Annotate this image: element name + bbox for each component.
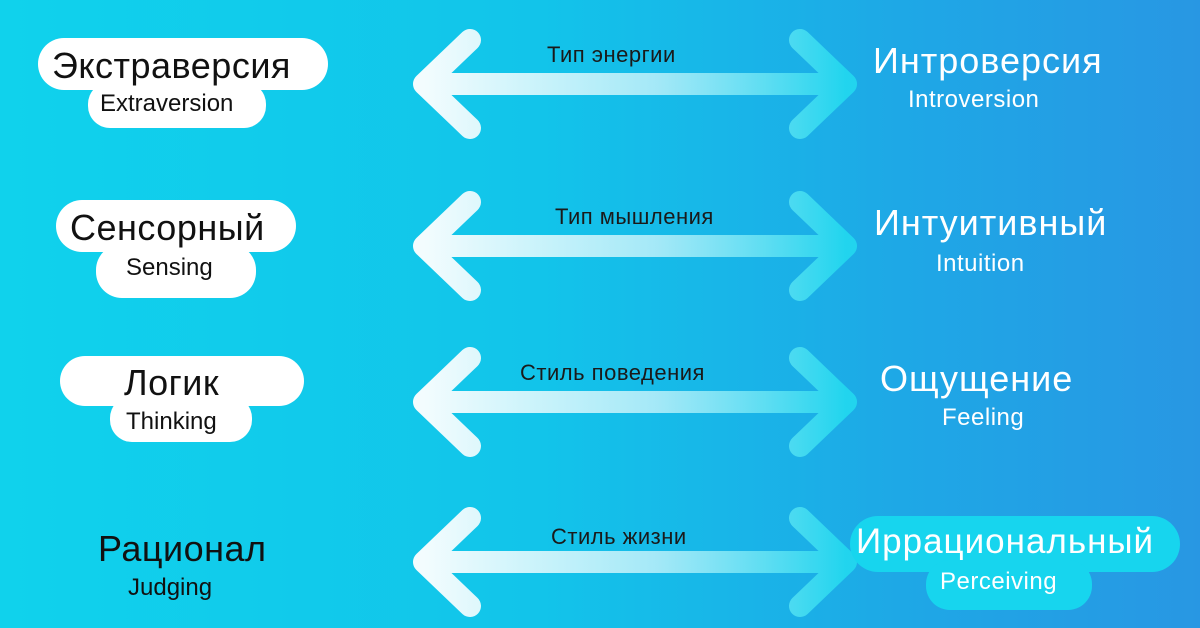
double-arrow-icon	[413, 191, 857, 301]
right-title: Интроверсия	[873, 40, 1103, 81]
left-pill-top	[56, 200, 296, 252]
left-subtitle: Judging	[128, 574, 213, 601]
left-subtitle: Extraversion	[100, 90, 234, 117]
left-subtitle: Thinking	[126, 408, 217, 435]
left-title: Рационал	[98, 528, 267, 569]
left-pill-bottom	[88, 82, 266, 128]
left-pill-top	[38, 38, 328, 90]
right-subtitle: Feeling	[942, 404, 1025, 431]
row-lifestyle: Рационал Judging Стиль жизни Иррациональ…	[0, 488, 1200, 628]
axis-label: Стиль жизни	[551, 524, 687, 549]
row-energy: Экстраверсия Extraversion Тип энергии Ин…	[0, 20, 1200, 160]
left-subtitle: Sensing	[126, 254, 213, 281]
right-title: Интуитивный	[874, 202, 1108, 243]
right-subtitle: Perceiving	[940, 568, 1058, 595]
row-thinking: Сенсорный Sensing Тип мышления Интуитивн…	[0, 180, 1200, 320]
right-title: Иррациональный	[856, 522, 1155, 561]
right-pill-bottom	[926, 560, 1092, 610]
double-arrow-icon	[413, 507, 857, 617]
axis-label: Тип энергии	[547, 42, 676, 67]
left-pill-bottom	[110, 396, 252, 442]
right-subtitle: Intuition	[936, 250, 1025, 277]
row-behavior: Логик Thinking Стиль поведения Ощущение …	[0, 340, 1200, 480]
axis-label: Тип мышления	[555, 204, 714, 229]
double-arrow-icon	[413, 29, 857, 139]
left-title: Логик	[124, 362, 220, 403]
double-arrow-icon	[413, 347, 857, 457]
axis-label: Стиль поведения	[520, 360, 705, 385]
right-title: Ощущение	[880, 358, 1074, 399]
left-pill-bottom	[96, 244, 256, 298]
left-title: Сенсорный	[70, 207, 265, 248]
right-subtitle: Introversion	[908, 86, 1040, 113]
left-title: Экстраверсия	[52, 45, 291, 86]
